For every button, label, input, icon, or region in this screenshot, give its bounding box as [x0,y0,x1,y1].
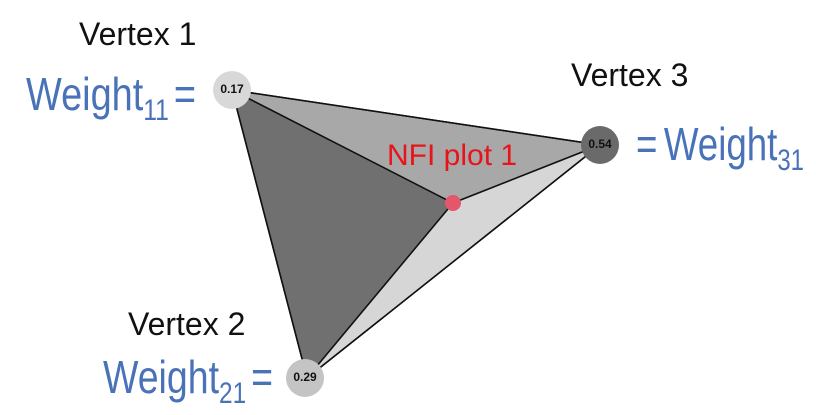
nfi-plot-label: NFI plot 1 [387,139,517,172]
vertex-node-2: 0.29 [286,359,324,397]
vertex-1-label: Vertex 1 [79,16,196,52]
vertex-2-label: Vertex 2 [128,306,245,342]
weight-11-label: Weight11= [26,68,196,127]
triangle-outline [230,89,602,380]
vertex-3-label: Vertex 3 [571,57,688,93]
weight-21-label: Weight21= [103,351,273,410]
vertex-3-value: 0.54 [588,137,612,151]
weight-31-label: =Weight31 [636,118,804,177]
vertex-node-3: 0.54 [581,126,619,164]
nfi-plot-point [445,195,461,211]
vertex-node-1: 0.17 [213,71,251,109]
vertex-2-value: 0.29 [293,370,317,384]
vertex-1-value: 0.17 [220,82,244,96]
